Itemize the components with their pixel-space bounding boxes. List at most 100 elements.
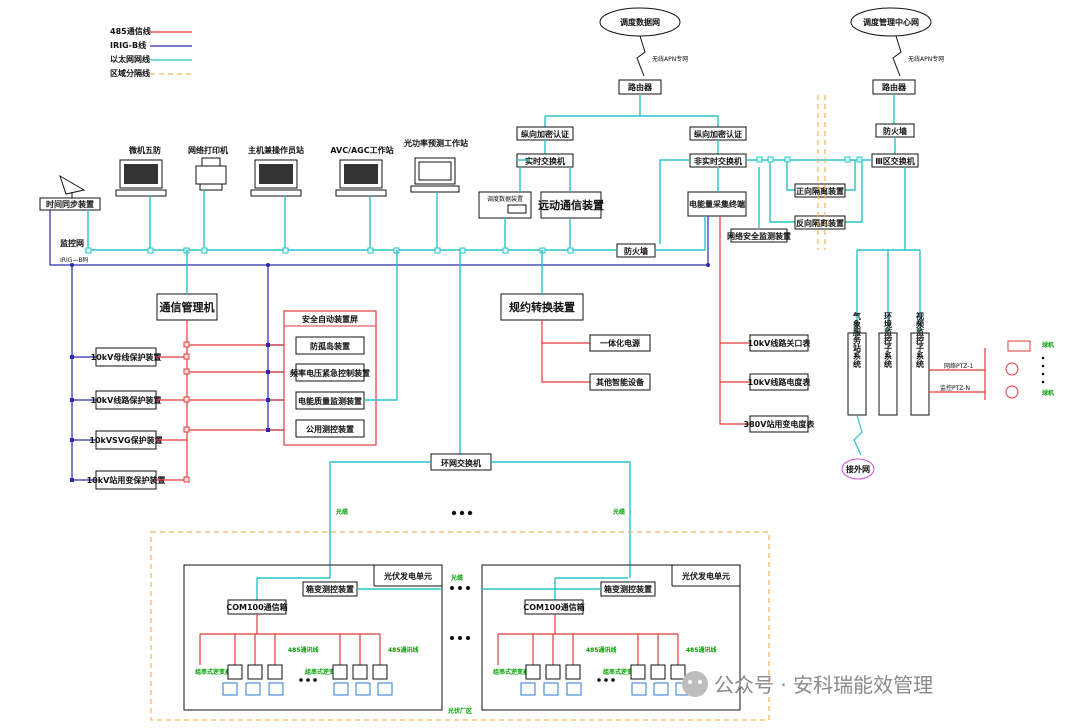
forward-isolation-label: 正向隔离装置 — [796, 186, 844, 196]
legend-label-zone: 区域分隔线 — [110, 68, 150, 78]
energy-terminal-label: 电能量采集终端 — [689, 199, 745, 209]
protection-devices: 10kV母线保护装置 10kV线路保护装置 10kVSVG保护装置 10kV站用… — [87, 347, 166, 490]
video-side-label: 球机 — [1042, 341, 1054, 349]
workstation-label-forecast: 光功率预测工作站 — [403, 138, 468, 148]
router-right-label: 路由器 — [882, 82, 907, 92]
power-device-label: 一体化电源 — [600, 338, 640, 348]
fiber-label: 光缆 — [335, 508, 348, 516]
reverse-isolation-box — [794, 215, 846, 230]
computer-icon — [410, 157, 460, 193]
net-monitor-label: 网络安全监测装置 — [727, 231, 791, 241]
monitor-net-label: 监控网 — [60, 238, 84, 248]
protocol-converter-box — [500, 293, 584, 321]
workstation-label-printer: 网络打印机 — [188, 145, 228, 155]
security-item-label: 频率电压紧急控制装置 — [290, 368, 370, 378]
cloud-dispatch-center-label: 调度管理中心网 — [863, 17, 919, 27]
irig-label: IRIG—B码 — [60, 256, 88, 264]
camera-icon — [1005, 340, 1031, 399]
nonrealtime-switch-label: 非实时交换机 — [694, 156, 742, 166]
system-label: 视频监控子系统 — [916, 311, 925, 369]
pv-line485-label: 485通讯线 — [586, 646, 617, 654]
computer-icon — [250, 159, 302, 197]
pv-inverter-label: 组串式逆变器 — [195, 668, 232, 676]
remote-comm-label: 远动通信装置 — [538, 198, 604, 212]
pv-unit-2: 光伏发电单元 箱变测控装置 COM100通信箱 485通讯线 485通讯线 组串… — [481, 564, 741, 711]
system-label: 气象服务站系统 — [852, 311, 862, 369]
wireless-link-icon — [636, 35, 646, 77]
system-box — [878, 332, 898, 416]
pv-area-frame — [150, 531, 770, 721]
dispatch-data-device-label: 调度数据装置 — [487, 195, 523, 203]
auth-right-label: 纵向加密认证 — [694, 129, 742, 139]
wechat-logo-icon — [682, 671, 708, 697]
pv-unit-1: 光伏发电单元 箱变测控装置 COM100通信箱 485通讯线 485通讯线 组串… — [183, 564, 443, 711]
security-item-label: 电能质量监测装置 — [298, 396, 362, 406]
protection-label: 10kV站用变保护装置 — [87, 475, 166, 485]
meter-label: 380V站用变电度表 — [744, 419, 816, 429]
comm-manager-label: 通信管理机 — [160, 300, 215, 314]
system-box — [910, 332, 930, 416]
video-side-label: 球机 — [1042, 389, 1054, 397]
pv-unit-title: 光伏发电单元 — [383, 571, 432, 581]
satellite-dish-icon — [59, 174, 86, 198]
printer-icon — [195, 157, 227, 191]
workstation-label-avc: AVC/AGC工作站 — [330, 145, 393, 155]
reverse-isolation-label: 反向隔离装置 — [796, 218, 844, 228]
workstation-label-wufang: 微机五防 — [128, 145, 161, 155]
protection-label: 10kV线路保护装置 — [91, 395, 162, 405]
fiber-label: 光缆 — [612, 508, 625, 516]
video-label: 监控PTZ-N — [940, 384, 970, 392]
security-item-label: 公用测控装置 — [306, 424, 354, 434]
pv-line485-label: 485通讯线 — [288, 646, 319, 654]
zone3-switch-label: Ⅲ区交换机 — [875, 156, 915, 166]
cloud-dispatch-center-net: 调度管理中心网 — [850, 7, 932, 37]
protection-label: 10kV母线保护装置 — [91, 352, 162, 362]
external-net-cloud — [841, 458, 875, 480]
wireless-link-icon — [892, 35, 902, 77]
video-label: 网络PTZ-1 — [944, 362, 973, 370]
watermark: 公众号 · 安科瑞能效管理 — [682, 671, 933, 697]
protection-label: 10kVSVG保护装置 — [89, 435, 162, 445]
apn-label-left: 无线APN专网 — [652, 55, 688, 63]
watermark-text: 公众号 · 安科瑞能效管理 — [714, 673, 933, 697]
legend-label-ethernet: 以太网网线 — [110, 54, 150, 64]
pv-line485-label: 485通讯线 — [388, 646, 419, 654]
external-net-label: 接外网 — [846, 464, 870, 474]
cloud-dispatch-data-label: 调度数据网 — [620, 17, 660, 27]
apn-label-right: 无线APN专网 — [908, 55, 944, 63]
pv-inverter-label: 组串式逆变器 — [493, 668, 530, 676]
pv-com-label: COM100通信箱 — [226, 602, 287, 612]
pv-inverter-label: 组串式逆变器 — [603, 668, 640, 676]
system-label: 环境监控子系统 — [884, 312, 893, 369]
legend: 485通信线 IRIG-B线 以太网网线 区域分隔线 — [110, 26, 192, 78]
pv-line485-label: 485通讯线 — [686, 646, 717, 654]
computer-icon — [335, 159, 387, 197]
ring-switch-label: 环网交换机 — [441, 458, 481, 468]
firewall-main-label: 防火墙 — [624, 246, 648, 256]
security-item-label: 防孤岛装置 — [310, 341, 350, 351]
realtime-switch-label: 实时交换机 — [525, 156, 565, 166]
pv-inverter-label: 组串式逆变器 — [305, 668, 342, 676]
time-sync-box — [39, 197, 101, 211]
legend-label-485: 485通信线 — [110, 26, 151, 36]
cloud-dispatch-data-net: 调度数据网 — [599, 7, 681, 37]
meter-label: 10kV线路电度表 — [748, 377, 812, 387]
pv-box-ctrl-label: 箱变测控装置 — [604, 584, 652, 594]
router-left-label: 路由器 — [628, 82, 653, 92]
energy-terminal-box — [687, 191, 747, 217]
pv-box-ctrl-label: 箱变测控装置 — [306, 584, 354, 594]
pv-unit-title: 光伏发电单元 — [681, 571, 730, 581]
legend-label-irig: IRIG-B线 — [110, 40, 146, 50]
firewall-zone3-label: 防火墙 — [883, 126, 907, 136]
workstation-label-host: 主机兼操作员站 — [248, 145, 304, 155]
forward-isolation-box — [794, 183, 846, 198]
auth-left-label: 纵向加密认证 — [521, 129, 569, 139]
fiber-label: 光缆 — [450, 574, 463, 582]
pv-com-label: COM100通信箱 — [523, 602, 584, 612]
meter-label: 10kV线路关口表 — [748, 338, 812, 348]
time-sync-label: 时间同步装置 — [46, 199, 94, 209]
protocol-converter-label: 规约转换装置 — [509, 300, 575, 314]
pv-area-label: 光伏厂区 — [447, 707, 472, 715]
security-panel-title: 安全自动装置屏 — [302, 314, 358, 324]
